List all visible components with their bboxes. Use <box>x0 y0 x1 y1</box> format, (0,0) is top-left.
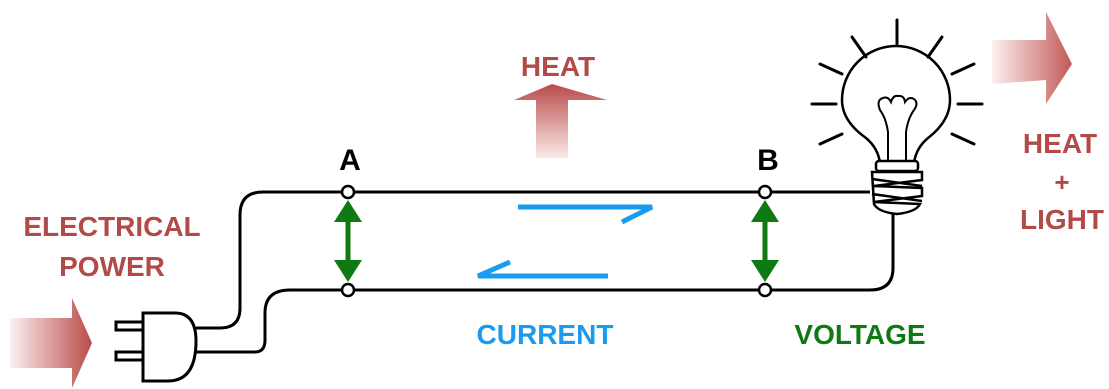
plug <box>114 311 198 383</box>
heat-label-right: HEAT <box>1023 128 1097 159</box>
voltage-label: VOLTAGE <box>794 319 925 350</box>
plug-body <box>141 311 198 383</box>
electrical-label: ELECTRICAL <box>23 211 200 242</box>
plus-label: + <box>1054 167 1069 197</box>
light-rays <box>810 18 984 146</box>
current-arrows <box>476 204 654 279</box>
voltage-arrow-a-head-up <box>334 200 362 222</box>
voltage-arrow-b-head-down <box>751 260 779 282</box>
current-label: CURRENT <box>477 319 614 350</box>
plug-prong-top <box>114 320 145 332</box>
bulb-glass <box>840 44 952 165</box>
terminals <box>340 184 773 298</box>
point-a-label: A <box>339 144 361 177</box>
power-label: POWER <box>59 251 165 282</box>
bulb-screw-thread-2 <box>871 192 923 203</box>
terminal-b-bottom <box>757 282 773 298</box>
light-bulb <box>840 44 952 216</box>
point-b-label: B <box>757 144 779 177</box>
heat-up-arrow <box>514 84 607 158</box>
terminal-a-top <box>340 184 356 200</box>
heat-light-out-arrow <box>992 12 1072 104</box>
light-ray-9 <box>950 132 976 146</box>
light-ray-5 <box>950 62 976 76</box>
light-ray-3 <box>926 35 944 59</box>
voltage-arrows <box>334 200 779 282</box>
light-ray-1 <box>850 35 868 59</box>
voltage-arrow-a-head-down <box>334 260 362 282</box>
bulb-neck <box>874 159 920 173</box>
voltage-arrow-b-head-up <box>751 200 779 222</box>
bulb-screw-thread-1 <box>871 177 923 188</box>
light-ray-8 <box>818 132 844 146</box>
terminal-b-top <box>757 184 773 200</box>
bulb-filament <box>877 94 918 160</box>
bulb-screw-base <box>870 170 924 216</box>
current-arrow-bottom <box>476 259 608 279</box>
top-wire <box>196 190 870 330</box>
light-label: LIGHT <box>1020 204 1104 235</box>
power-in-arrow <box>10 298 92 388</box>
heat-label-top: HEAT <box>521 51 595 82</box>
wires <box>196 190 895 354</box>
plug-prong-bottom <box>114 350 145 362</box>
light-ray-4 <box>818 62 844 76</box>
current-arrow-top <box>518 204 654 225</box>
terminal-a-bottom <box>340 282 356 298</box>
bottom-wire <box>196 210 895 354</box>
